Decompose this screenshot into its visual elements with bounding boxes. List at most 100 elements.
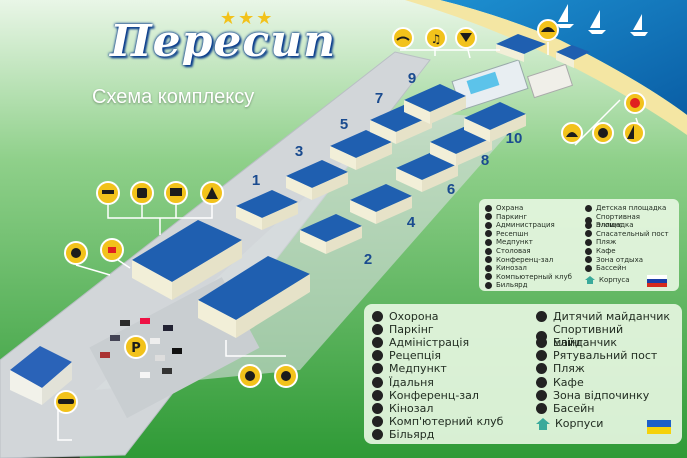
legend-ua-label: Зона відпочинку [553,388,650,402]
legend-ua-label: Їдальня [389,375,434,389]
legend-bullet-icon [536,337,547,349]
legend-ru-item: Ресепшн [485,230,528,238]
legend-corpus-ua: Корпуси [536,417,603,430]
building-label-7[interactable]: 7 [374,90,384,107]
legend-ua-item: Охорона [372,310,439,323]
legend-ru-label: Конференц-зал [496,255,554,264]
icon-connectors [57,41,641,441]
facility-icons: P ♫ [54,19,646,414]
building-label-1[interactable]: 1 [251,172,261,189]
legend-ua-item: Зона відпочинку [536,389,649,402]
legend-ru-label: Ресепшн [496,229,529,238]
legend-corpus-ua-label: Корпуси [555,417,604,430]
legend-bullet-icon [585,238,592,246]
legend-ru-item: Столовая [485,247,531,255]
legend-ru-item: Спортивная площадка [585,213,679,229]
legend-ua-label: Паркінг [389,323,434,337]
legend-ua-label: Кафе [553,375,584,389]
dormitory-block-2[interactable] [300,214,362,254]
building-label-3[interactable]: 3 [294,143,304,160]
dormitory-block-1[interactable] [236,190,298,230]
legend-ua-label: Адміністрація [389,336,470,350]
legend-bullet-icon [485,238,492,246]
svg-text:♫: ♫ [431,32,442,46]
legend-bullet-icon [485,264,492,272]
legend-ua-item: Басейн [536,402,594,415]
legend-ua-item: Кінозал [372,402,433,415]
legend-ua-item: Медпункт [372,362,447,375]
legend-ru-item: Кинозал [485,264,527,272]
legend-ru-label: Детская площадка [596,204,667,212]
legend-ua-item: Дитячий майданчик [536,310,670,323]
legend-ua-label: Елінг [553,336,584,350]
legend-bullet-icon [372,376,383,388]
legend-bullet-icon [536,350,547,362]
legend-ru-item: Эллинг [585,221,623,229]
building-label-10[interactable]: 10 [505,130,523,147]
legend-bullet-icon [536,311,547,322]
legend-bullet-icon [372,389,383,401]
legend-ru-label: Бассейн [596,264,627,273]
legend-ru-item: Паркинг [485,213,527,221]
dormitory-block-3[interactable] [286,160,348,200]
legend-ua-item: Рецепція [372,349,441,362]
legend-bullet-icon [372,311,383,322]
house-icon [585,276,595,284]
legend-ru-label: Пляж [596,238,617,247]
legend-ru-item: Детская площадка [585,204,666,212]
legend-ua-label: Комп'ютерний клуб [389,414,504,428]
legend-ua-label: Охорона [389,310,439,323]
dormitory-block-5[interactable] [330,130,392,170]
dormitory-block-4[interactable] [350,184,412,224]
legend-ru-item: Пляж [585,238,616,246]
legend-bullet-icon [536,363,547,375]
legend-ru-item: Медпункт [485,238,533,246]
sports-ground [526,63,574,99]
legend-bullet-icon [585,204,592,212]
legend-bullet-icon [372,324,383,336]
legend-bullet-icon [485,213,492,221]
building-label-6[interactable]: 6 [446,181,456,198]
legend-ua-label: Кінозал [389,401,434,415]
legend-ru-label: Кинозал [496,264,527,273]
building-label-9[interactable]: 9 [407,70,417,87]
restaurant-building [198,256,310,338]
legend-bullet-icon [536,389,547,401]
dormitory-block-9[interactable] [404,84,466,124]
legend-bullet-icon [585,221,592,229]
legend-ua-label: Дитячий майданчик [553,310,671,323]
building-label-2[interactable]: 2 [363,251,373,268]
legend-ru-label: Эллинг [596,221,623,230]
legend-ua-label: Рятувальний пост [553,349,658,363]
sea [440,0,687,115]
legend-bullet-icon [585,230,592,238]
legend-bullet-icon [372,402,383,414]
legend-ua-label: Рецепція [389,349,442,363]
beach-building [496,34,590,68]
legend-bullet-icon [585,264,592,272]
legend-bullet-icon [585,256,592,264]
legend-ru-label: Медпункт [496,238,533,247]
dormitory-block-10[interactable] [464,102,526,142]
legend-ru-label: Охрана [496,204,524,212]
legend-ua-item: Адміністрація [372,336,469,349]
legend-ru-item: Администрация [485,221,555,229]
legend-corpus-ru-label: Корпуса [599,276,630,284]
building-label-4[interactable]: 4 [406,214,416,231]
legend-bullet-icon [372,337,383,349]
ukraine-flag-icon [647,420,671,434]
legend-ru-label: Бильярд [496,281,528,290]
legend-ru-label: Столовая [496,247,531,255]
building-label-5[interactable]: 5 [339,116,349,133]
legend-ru-item: Охрана [485,204,523,212]
legend-bullet-icon [585,217,592,225]
legend-bullet-icon [372,350,383,362]
pool [466,71,500,95]
building-label-8[interactable]: 8 [480,152,490,169]
legend-ua-item: Більярд [372,428,434,441]
legend-bullet-icon [536,330,547,342]
legend-bullet-icon [485,221,492,229]
legend-bullet-icon [485,204,492,212]
